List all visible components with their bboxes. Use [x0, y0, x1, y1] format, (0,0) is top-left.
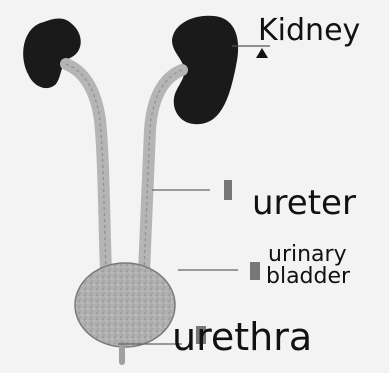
urinary-bladder	[75, 263, 175, 347]
bladder-label: bladder	[266, 266, 350, 288]
left-kidney	[23, 19, 81, 89]
urethra-label: urethra	[172, 318, 312, 356]
ureter-number-mark	[224, 180, 232, 200]
kidney-marker-arrow	[256, 48, 268, 58]
left-ureter	[66, 64, 106, 272]
urinary-label: urinary	[268, 244, 347, 266]
ureter-label: ureter	[252, 186, 356, 220]
bladder-number-mark	[250, 262, 260, 280]
kidney-label: Kidney	[258, 16, 360, 46]
